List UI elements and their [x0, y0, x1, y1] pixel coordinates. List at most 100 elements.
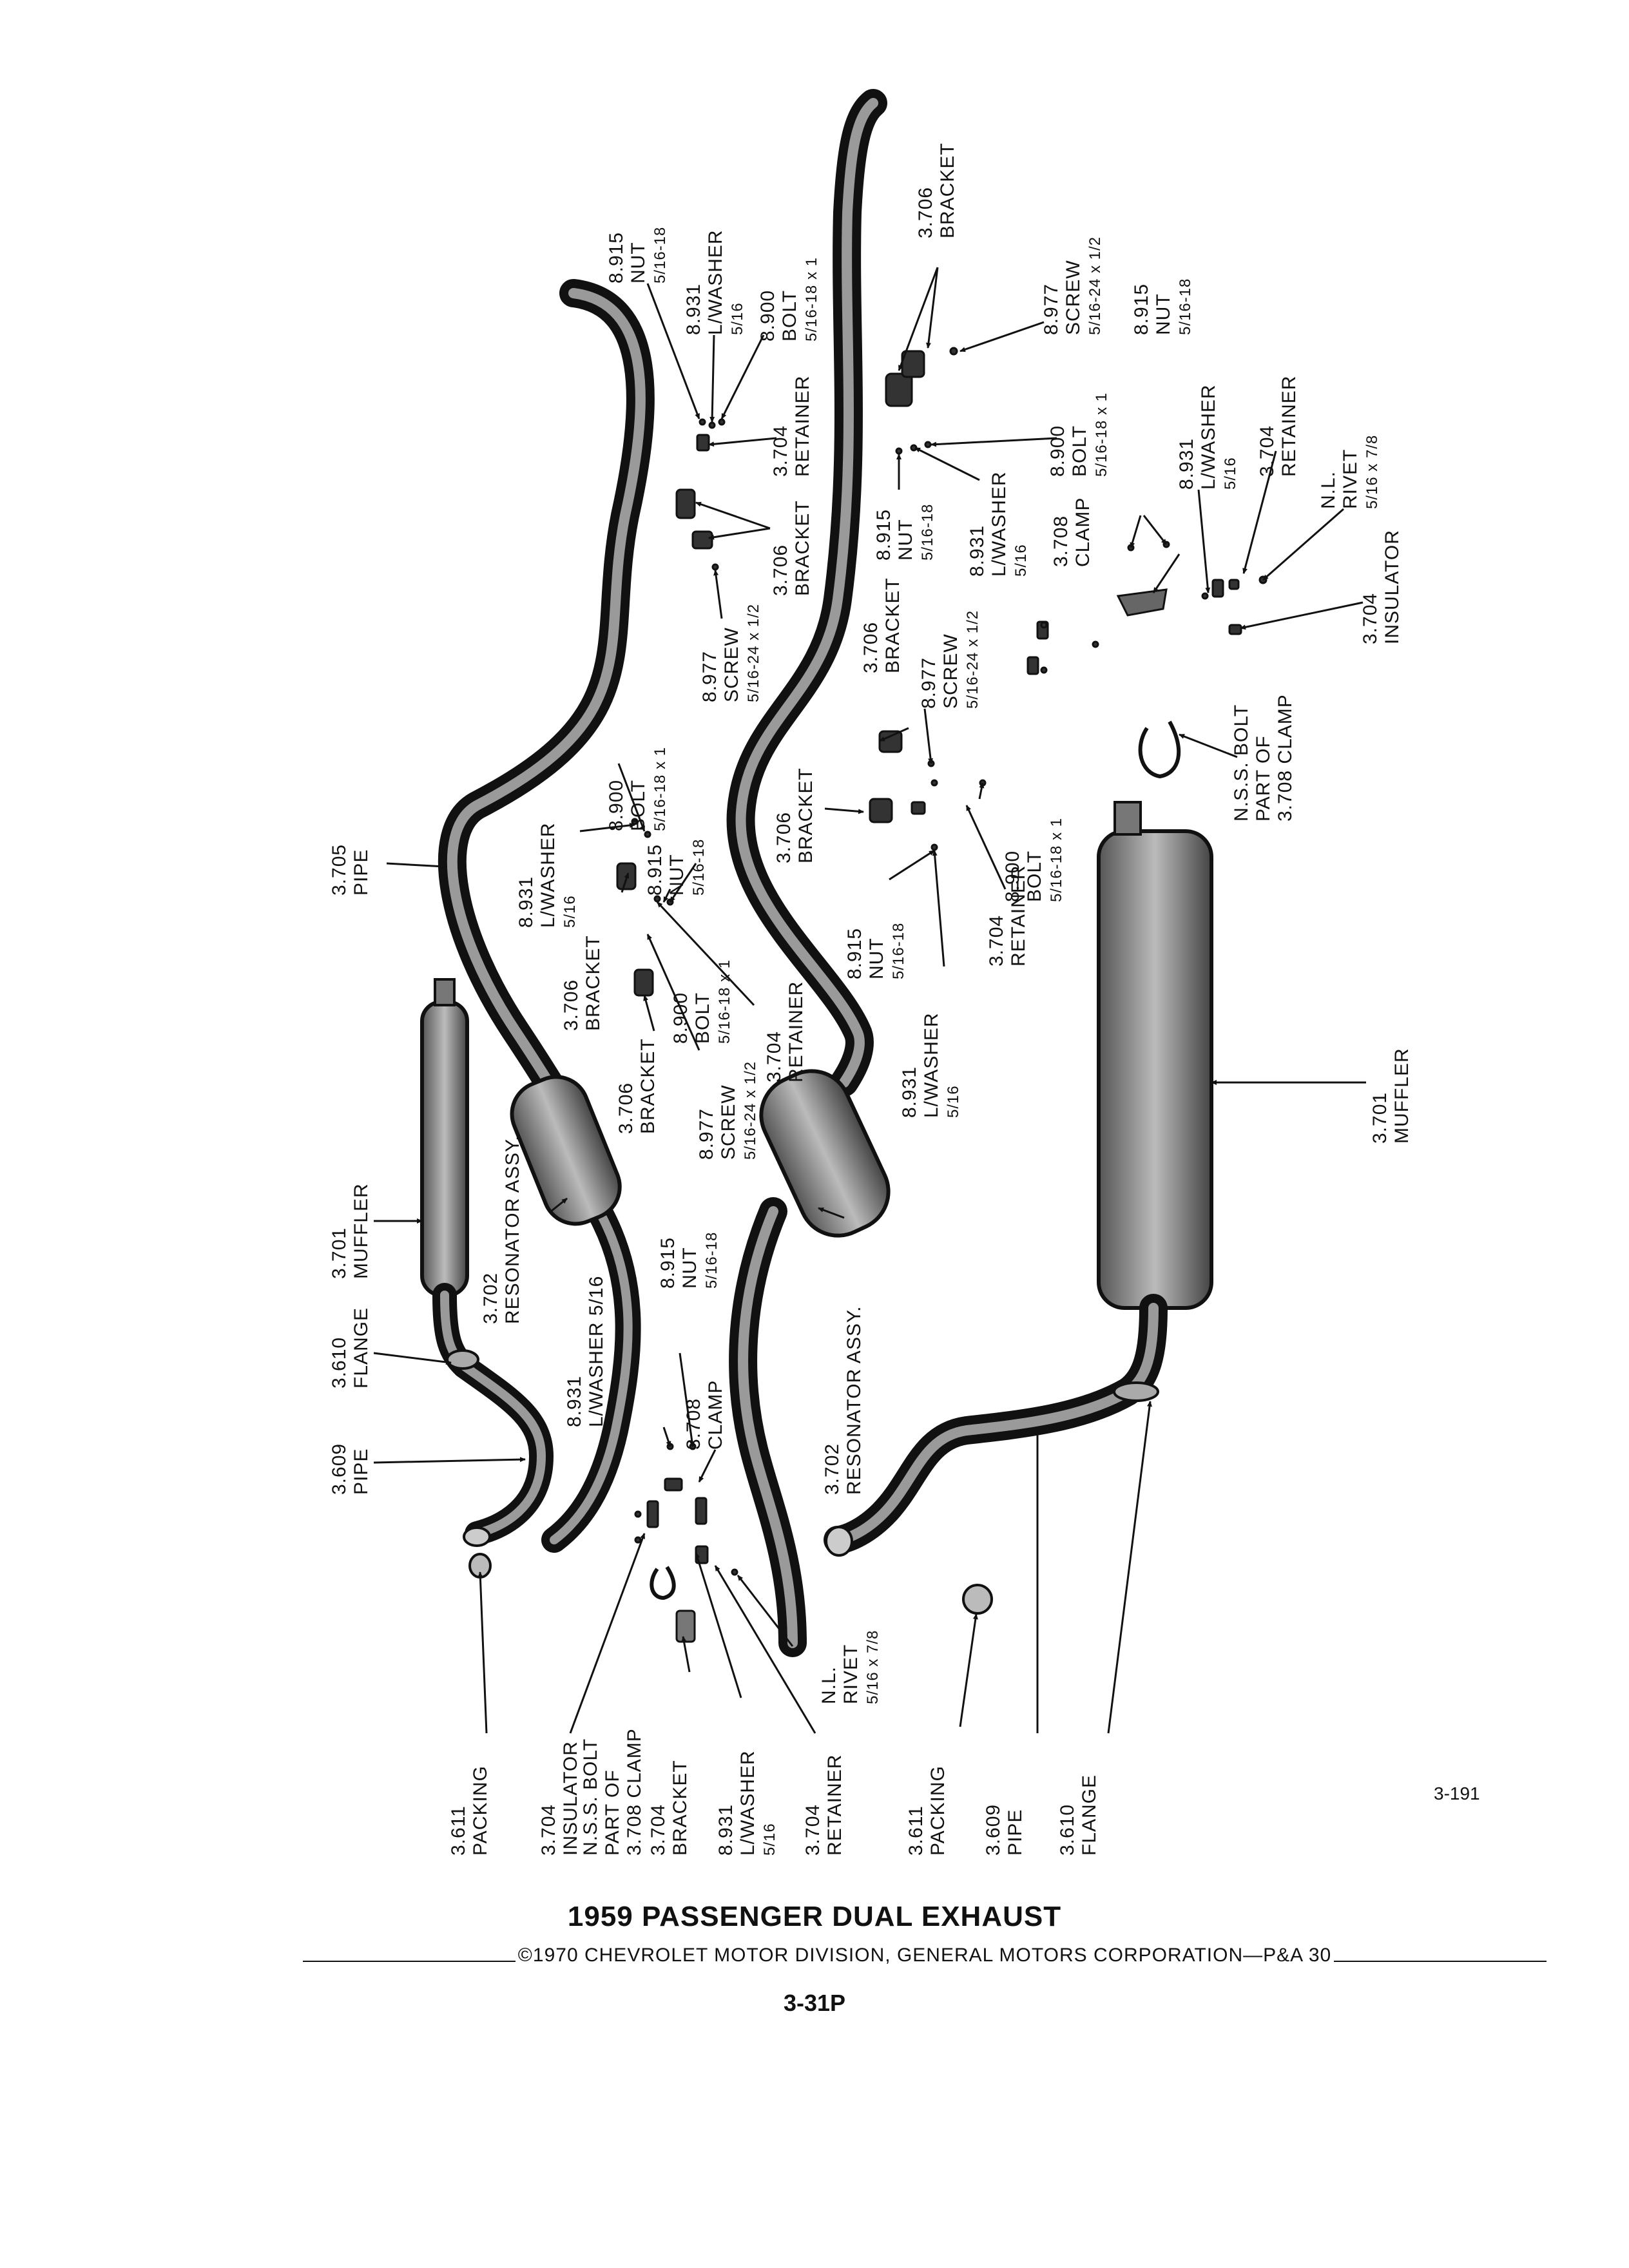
- part-number: 3.609: [983, 1803, 1004, 1856]
- part-name: L/WASHER: [737, 1750, 758, 1856]
- part-number: 8.977: [696, 1108, 717, 1160]
- part-size: 5/16 x 7/8: [864, 1629, 882, 1704]
- part-size: 5/16-18: [1177, 278, 1194, 335]
- part-number: 8.931: [967, 524, 988, 577]
- part-size: 5/16-18: [651, 226, 669, 284]
- part-name: L/WASHER: [1198, 384, 1219, 490]
- copyright-line: ©1970 CHEVROLET MOTOR DIVISION, GENERAL …: [303, 1943, 1547, 1968]
- part-size: 5/16: [1222, 457, 1239, 490]
- part-name: BOLT: [1069, 425, 1090, 477]
- part-number: N.L.: [1318, 470, 1339, 509]
- part-number: 3.706: [915, 186, 936, 238]
- part-number: 8.931: [516, 876, 537, 928]
- part-size: 5/16-18 x 1: [803, 256, 820, 341]
- part-size: 5/16 x 7/8: [1364, 434, 1381, 509]
- part-name: FLANGE: [351, 1307, 372, 1389]
- part-number: 8.900: [670, 992, 691, 1044]
- right-muffler: [824, 801, 1213, 1615]
- part-number: 3.610: [329, 1336, 350, 1389]
- part-size: 5/16-24 x 1/2: [745, 603, 762, 702]
- part-name: BRACKET: [583, 935, 604, 1031]
- part-name: NUT: [666, 854, 688, 896]
- part-name: RETAINER: [1278, 375, 1300, 477]
- part-size: 5/16-18 x 1: [651, 746, 669, 831]
- part-name: INSULATOR: [1382, 530, 1403, 644]
- part-number: N.L.: [818, 1666, 840, 1704]
- part-number: 8.900: [606, 779, 627, 831]
- part-name: RIVET: [1340, 448, 1361, 509]
- part-name: NUT: [679, 1247, 700, 1289]
- hardware-parts: [616, 347, 1268, 1643]
- part-name: MUFFLER: [351, 1183, 372, 1279]
- part-name: RESONATOR ASSY.: [502, 1135, 523, 1324]
- rule-right: [1334, 1961, 1547, 1962]
- page-title: 1959 PASSENGER DUAL EXHAUST: [567, 1901, 1062, 1932]
- part-size: 5/16-18: [690, 838, 708, 896]
- part-number: 3.706: [561, 979, 582, 1031]
- part-number: 8.931: [564, 1375, 585, 1427]
- part-number: 3.701: [329, 1227, 350, 1279]
- part-name: L/WASHER: [988, 471, 1010, 577]
- part-name: CLAMP: [705, 1379, 726, 1450]
- part-number: 3.704: [1257, 425, 1278, 477]
- part-name: BRACKET: [937, 142, 958, 238]
- part-name: BRACKET: [882, 577, 903, 673]
- part-size: 5/16: [561, 895, 579, 928]
- part-name: NUT: [628, 242, 649, 284]
- part-number: 3.706: [860, 621, 882, 673]
- part-name: L/WASHER 5/16: [586, 1275, 607, 1427]
- figure-number: 3-191: [1434, 1783, 1480, 1803]
- part-name: BRACKET: [637, 1038, 659, 1134]
- part-number: 8.915: [644, 843, 666, 896]
- part-number: 8.977: [699, 650, 720, 702]
- left-resonator: [510, 1075, 622, 1226]
- part-name: PIPE: [1005, 1809, 1026, 1856]
- part-name: RETAINER: [792, 375, 813, 477]
- part-number: 3.704: [538, 1803, 559, 1856]
- left-exhaust-pipe: [438, 279, 655, 1553]
- copyright-text: ©1970 CHEVROLET MOTOR DIVISION, GENERAL …: [517, 1945, 1332, 1966]
- part-name: BRACKET: [670, 1760, 691, 1856]
- part-name: NUT: [1153, 293, 1174, 335]
- part-name: PART OF: [1253, 735, 1274, 822]
- part-name: PART OF: [602, 1769, 623, 1856]
- part-name: NUT: [895, 519, 916, 561]
- part-number: 3.704: [802, 1803, 824, 1856]
- part-name: L/WASHER: [537, 822, 559, 928]
- part-number: 8.931: [683, 283, 704, 335]
- part-name: RETAINER: [786, 981, 807, 1082]
